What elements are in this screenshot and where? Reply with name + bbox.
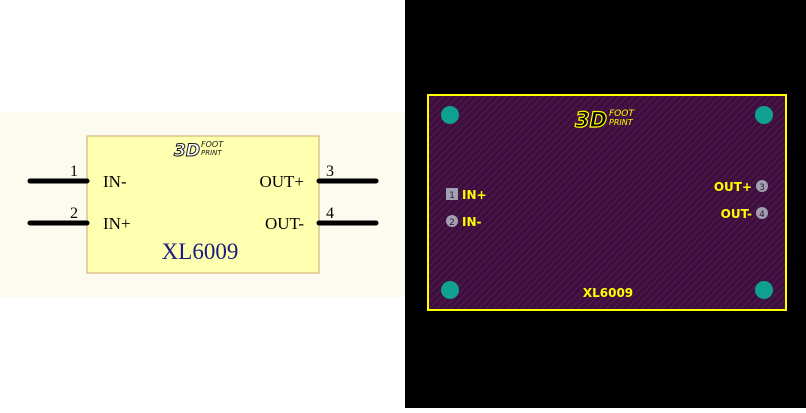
- pad-label: IN+: [462, 188, 487, 202]
- pcb-canvas: 3D FOOT PRINT 1 IN+ 2 IN- 3 OUT+ 4 OUT- …: [418, 85, 796, 321]
- pin-label: IN-: [103, 172, 127, 191]
- pin-3[interactable]: 3 OUT+: [259, 163, 379, 191]
- pin-number: 1: [70, 163, 78, 180]
- logo-bottom-text: PRINT: [201, 149, 222, 157]
- pad-4[interactable]: 4 OUT-: [721, 207, 768, 221]
- pad-number: 4: [759, 210, 765, 220]
- pad-3[interactable]: 3 OUT+: [714, 180, 768, 194]
- pad-number: 1: [449, 191, 455, 201]
- pin-2[interactable]: 2 IN+: [27, 205, 131, 233]
- pin-1[interactable]: 1 IN-: [27, 163, 127, 191]
- pad-2[interactable]: 2 IN-: [446, 215, 482, 229]
- schematic-canvas: 3D FOOT PRINT 1 IN- 2 IN+ 3 OUT+ 4 OUT- …: [0, 112, 405, 297]
- pcb-panel: 3D FOOT PRINT 1 IN+ 2 IN- 3 OUT+ 4 OUT- …: [405, 0, 806, 408]
- mount-hole-top-left: [441, 106, 459, 124]
- pin-4[interactable]: 4 OUT-: [265, 205, 379, 233]
- logo-3dfootprint: 3D FOOT PRINT: [174, 140, 225, 162]
- pad-square: [446, 188, 458, 200]
- pin-number: 4: [326, 205, 334, 222]
- pad-label: OUT-: [721, 207, 752, 221]
- mount-hole-bottom-right: [755, 281, 773, 299]
- mount-hole-top-right: [755, 106, 773, 124]
- logo-top-text: FOOT: [201, 140, 224, 149]
- pin-label: OUT+: [259, 172, 304, 191]
- pcb-logo-main-text: 3D: [575, 108, 607, 132]
- logo-main-text: 3D: [174, 141, 200, 161]
- pin-label: IN+: [103, 214, 131, 233]
- pad-round: [756, 207, 768, 219]
- pad-1[interactable]: 1 IN+: [446, 188, 487, 202]
- pad-number: 3: [759, 183, 765, 193]
- pcb-logo-3dfootprint: 3D FOOT PRINT: [574, 107, 635, 132]
- mount-hole-bottom-left: [441, 281, 459, 299]
- pad-round: [446, 215, 458, 227]
- board-outline: [427, 94, 787, 311]
- pcb-logo-top-text: FOOT: [609, 109, 635, 119]
- pcb-logo-bottom-text: PRINT: [609, 118, 634, 127]
- pin-number: 3: [326, 163, 334, 180]
- pad-label: OUT+: [714, 180, 752, 194]
- schematic-panel: 3D FOOT PRINT 1 IN- 2 IN+ 3 OUT+ 4 OUT- …: [0, 0, 405, 408]
- pin-label: OUT-: [265, 214, 304, 233]
- component-body: [86, 135, 320, 274]
- part-name: XL6009: [162, 239, 239, 264]
- pad-number: 2: [449, 218, 455, 228]
- pin-number: 2: [70, 205, 78, 222]
- pad-round: [756, 180, 768, 192]
- pcb-part-name: XL6009: [583, 286, 633, 300]
- pad-label: IN-: [462, 215, 482, 229]
